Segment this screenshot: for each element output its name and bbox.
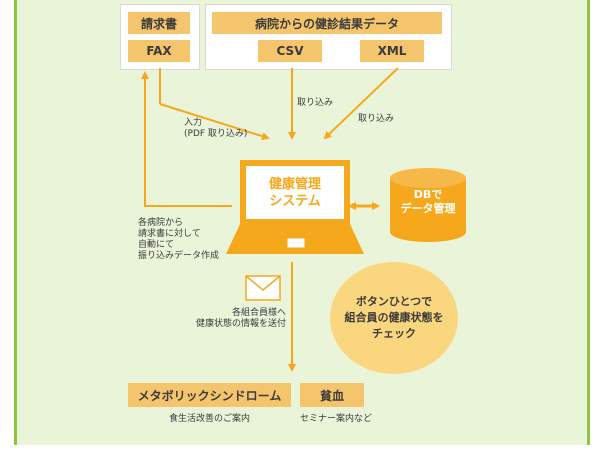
xml-to-system-arrow: [323, 67, 399, 140]
send-line-1: 各組合員様へ: [232, 308, 287, 318]
system-line1: 健康管理: [268, 176, 321, 192]
hospital-data-title: 病院からの健診結果データ: [212, 12, 442, 34]
bubble-line-2: 組合員の健康状態を: [344, 311, 444, 324]
system-to-invoice-return-arrow: [141, 71, 232, 207]
database-cylinder-top: [390, 168, 466, 188]
send-line-2: 健康状態の情報を送付: [196, 319, 287, 329]
import-center-label: 取り込み: [297, 98, 334, 108]
health-management-system: 健康管理 システム: [240, 160, 350, 225]
input-line1: 入力: [184, 118, 203, 128]
database-label: DBで データ管理: [388, 188, 468, 216]
auto-line-3: 自動にて: [138, 240, 175, 250]
csv-tag: CSV: [258, 40, 322, 62]
database-line2: データ管理: [400, 202, 456, 215]
laptop-trackpad: [286, 237, 306, 249]
auto-line-1: 各病院から: [138, 218, 184, 228]
auto-line-4: 振り込みデータ作成: [138, 251, 220, 261]
bubble-line-1: ボタンひとつで: [355, 295, 433, 308]
input-line2: (PDF 取り込み): [184, 129, 248, 139]
invoice-tag: 請求書: [128, 12, 190, 34]
database-cylinder-body: [390, 178, 466, 242]
bubble-line-3: チェック: [372, 327, 416, 340]
anemia-tag: 貧血: [300, 383, 364, 407]
auto-line-2: 請求書に対して: [138, 229, 201, 239]
database-line1: DBで: [413, 188, 443, 201]
invoice-to-system-arrow: [159, 68, 268, 138]
send-info-label: 各組合員様へ 健康状態の情報を送付: [196, 308, 286, 330]
metabolic-syndrome-tag: メタボリックシンドローム: [128, 383, 291, 407]
import-right-label: 取り込み: [358, 114, 395, 124]
auto-payment-label: 各病院から 請求書に対して 自動にて 振り込みデータ作成: [138, 218, 219, 262]
xml-tag: XML: [360, 40, 424, 62]
fax-tag: FAX: [128, 40, 190, 62]
metabolic-sub-label: 食生活改善のご案内: [168, 414, 250, 424]
anemia-sub-label: セミナー案内など: [300, 414, 373, 424]
envelope-flap: [245, 275, 281, 291]
one-button-check-bubble: ボタンひとつで 組合員の健康状態を チェック: [330, 262, 458, 374]
input-label: 入力 (PDF 取り込み): [184, 118, 247, 140]
system-line2: システム: [269, 193, 321, 209]
